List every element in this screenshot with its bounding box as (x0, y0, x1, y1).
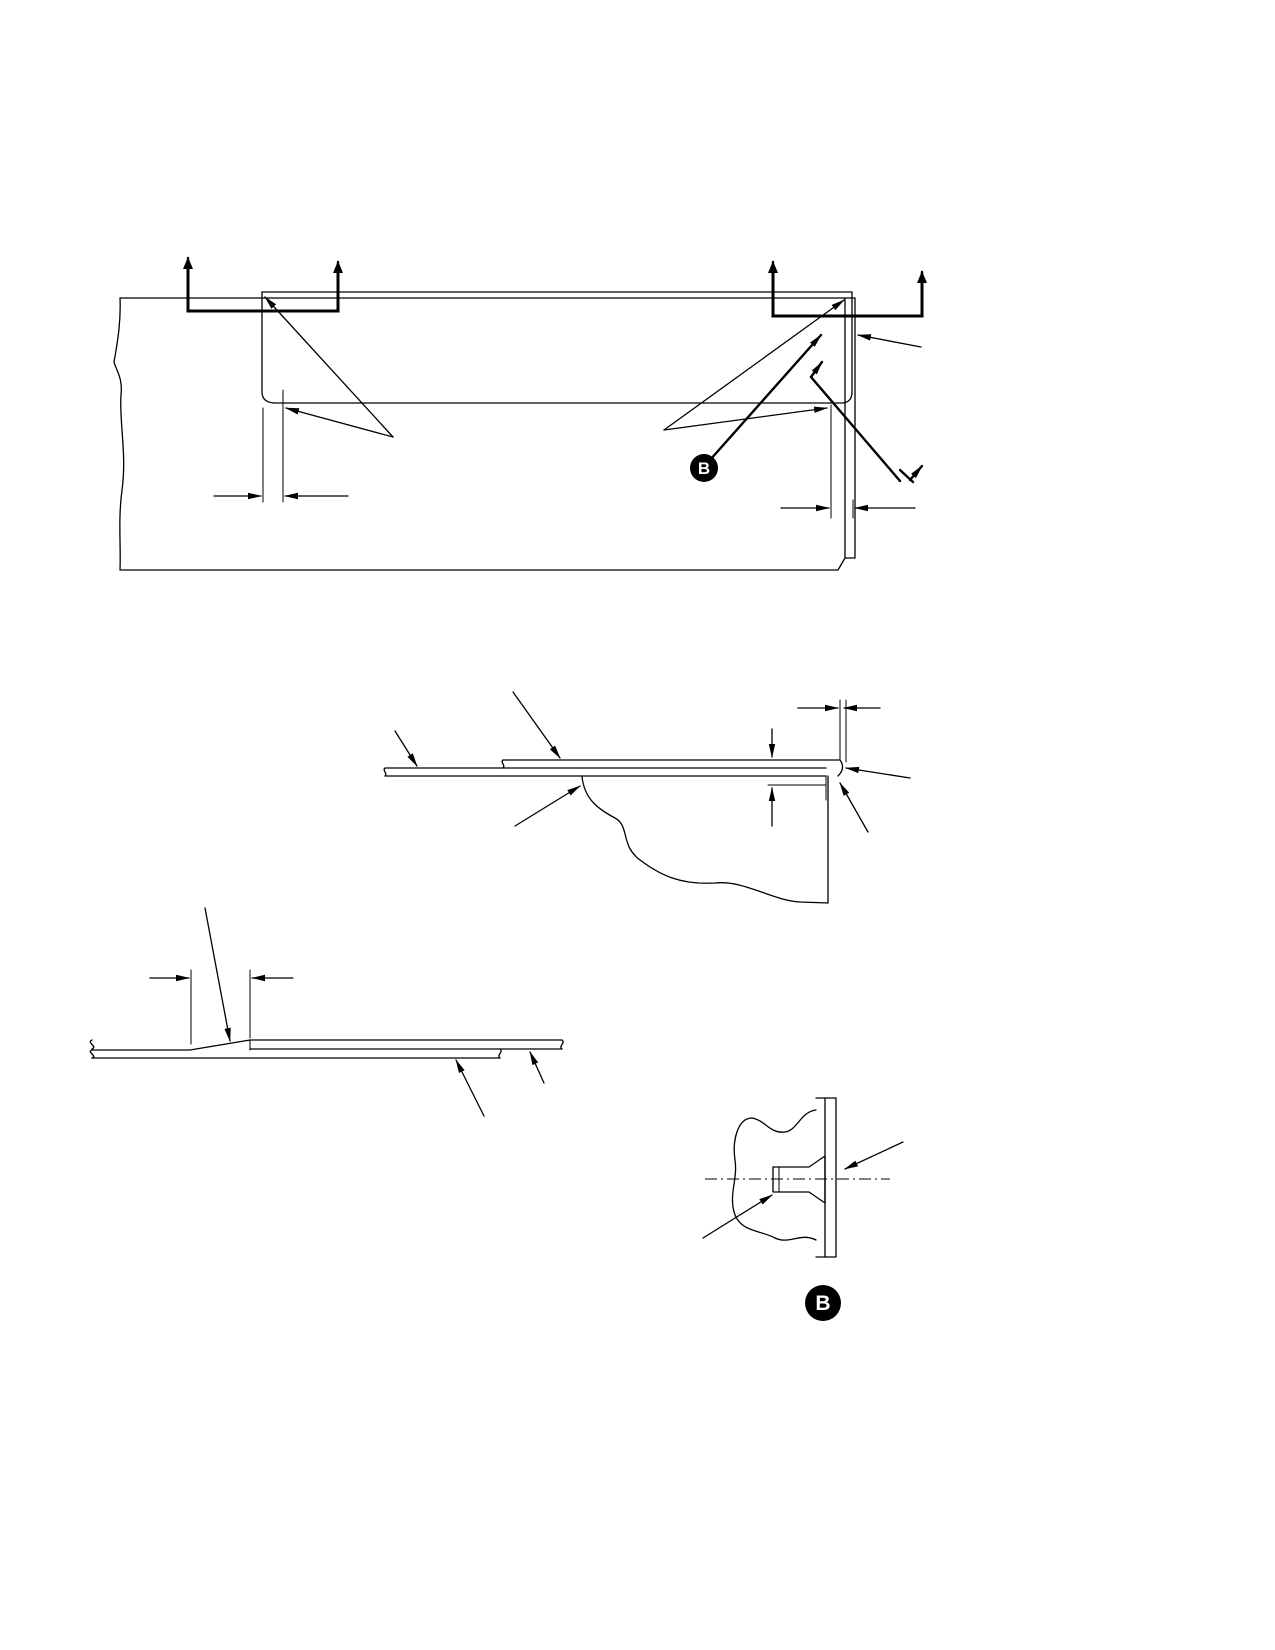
section-view-right (383, 691, 911, 904)
leader-sec2-taper (204, 907, 231, 1042)
callout-b-top: B (690, 454, 718, 482)
lower-sheet-top (91, 1039, 563, 1051)
leader-callout-b (708, 333, 823, 462)
lower-break-right (560, 1039, 564, 1050)
leader-sec2-bottom (455, 1059, 485, 1117)
detail-break-outline (731, 1109, 817, 1241)
callout-b-letter: B (698, 459, 710, 478)
sheet-break-left (383, 767, 387, 777)
leader-left-1 (264, 296, 394, 438)
leader-left-2 (285, 407, 394, 438)
leader-sec2-right (529, 1051, 545, 1084)
raised-pad (261, 291, 853, 404)
detail-plate (815, 1097, 837, 1258)
leader-bent-head-top (809, 360, 824, 379)
leader-sec1-overlay (512, 691, 561, 759)
leader-bent-head-bot (908, 464, 924, 482)
leader-sec1-corner (839, 782, 869, 833)
section-cut-right (771, 271, 924, 318)
section-cut-left (186, 266, 340, 313)
detail-b: B (702, 1097, 904, 1321)
callout-b-detail: B (805, 1285, 841, 1321)
leader-detail-head (844, 1141, 904, 1170)
leader-sec1-core (514, 785, 581, 827)
leader-right-1 (663, 299, 845, 431)
leader-edge-strip (857, 334, 922, 348)
section-view-left (89, 907, 564, 1117)
callout-b-circle (690, 454, 718, 482)
leader-sec1-base (394, 730, 418, 767)
core-break-outline (581, 775, 829, 904)
leader-sec1-edge (845, 766, 911, 779)
leader-detail-shank (702, 1194, 773, 1239)
leader-bent-seg (809, 375, 902, 483)
callout-b-detail-circle (805, 1285, 841, 1321)
overlay-sheet-left (501, 759, 505, 769)
lower-break-left (89, 1049, 95, 1059)
callout-b-detail-letter: B (815, 1292, 830, 1315)
panel-outline (113, 297, 846, 571)
lower-break-left2 (89, 1039, 95, 1050)
rivet (772, 1155, 826, 1204)
top-view: B (113, 256, 927, 571)
lower-break-right2 (498, 1048, 502, 1059)
